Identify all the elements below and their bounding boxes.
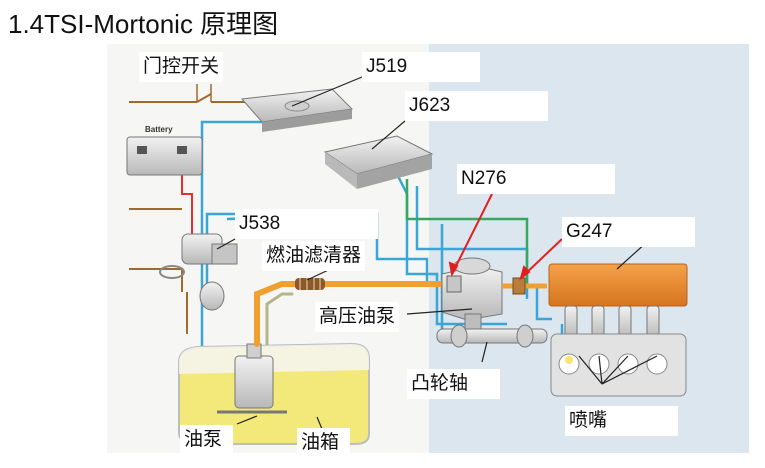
fuel-tank (178, 342, 370, 445)
camshaft (436, 324, 548, 348)
label-door-switch: 门控开关 (139, 52, 224, 82)
n276-valve (446, 275, 462, 293)
label-fuel-tank: 油箱 (297, 428, 350, 458)
label-j623: J623 (405, 91, 548, 121)
label-j519: J519 (362, 52, 480, 82)
can-wires (405, 179, 529, 289)
label-hp-pump: 高压油泵 (315, 302, 400, 332)
door-switch (129, 84, 247, 103)
label-n276: N276 (457, 164, 615, 194)
cylinder-head (550, 333, 687, 397)
label-g247: G247 (562, 217, 695, 247)
fuel-rail (548, 263, 688, 307)
fuel-system-diagram: Battery (107, 44, 749, 458)
low-pressure-fuel-line (254, 281, 450, 347)
page-title: 1.4TSI-Mortonic 原理图 (8, 9, 279, 39)
j519-module (240, 88, 354, 132)
label-fuel-pump: 油泵 (180, 425, 233, 455)
red-pointer-lines (448, 193, 563, 281)
fuel-pump (217, 343, 287, 414)
label-injectors: 喷嘴 (565, 406, 678, 436)
label-camshaft: 凸轮轴 (407, 369, 500, 399)
battery-label: Battery (145, 125, 173, 134)
j538-module (159, 233, 238, 311)
diagram-canvas: Battery (107, 44, 749, 453)
fuel-filter (295, 278, 325, 290)
battery: Battery (126, 125, 203, 176)
ground-wires (129, 208, 188, 334)
power-wires (181, 174, 193, 234)
j623-module (323, 135, 434, 189)
g247-sensor (512, 277, 526, 295)
label-j538: J538 (235, 209, 378, 239)
label-fuel-filter: 燃油滤清器 (262, 241, 366, 271)
